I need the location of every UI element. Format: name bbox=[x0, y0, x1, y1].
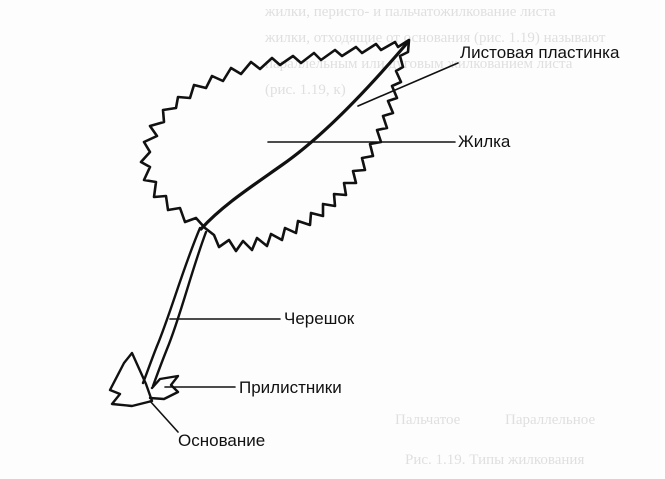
leader-line-base bbox=[149, 400, 179, 433]
background-text-line-2: жилки, отходящие от основания (рис. 1.19… bbox=[265, 30, 606, 46]
background-text-line-1: жилки, перисто- и пальчатожилкование лис… bbox=[265, 4, 556, 20]
petiole-left-edge bbox=[141, 226, 202, 385]
leader-line-blade bbox=[357, 62, 459, 107]
label-vein: Жилка bbox=[458, 132, 511, 151]
stipule-left bbox=[108, 351, 154, 408]
label-base: Основание bbox=[178, 431, 266, 450]
petiole-right-edge bbox=[151, 230, 208, 388]
background-text-line-3: параллельным или дуговым жилкованием лис… bbox=[265, 56, 573, 72]
background-text-line-4: (рис. 1.19, к) bbox=[265, 82, 346, 98]
label-petiole: Черешок bbox=[284, 309, 355, 328]
leaf-blade-outline bbox=[139, 38, 411, 253]
label-stipules: Прилистники bbox=[239, 378, 342, 397]
leaf-midrib bbox=[199, 40, 410, 231]
background-caption-left: Пальчатое bbox=[395, 412, 461, 428]
background-caption-right: Параллельное bbox=[505, 412, 596, 428]
background-figure-caption: Рис. 1.19. Типы жилкования bbox=[405, 452, 585, 468]
label-leaf-blade: Листовая пластинка bbox=[460, 43, 620, 62]
stipule-right bbox=[148, 374, 180, 401]
